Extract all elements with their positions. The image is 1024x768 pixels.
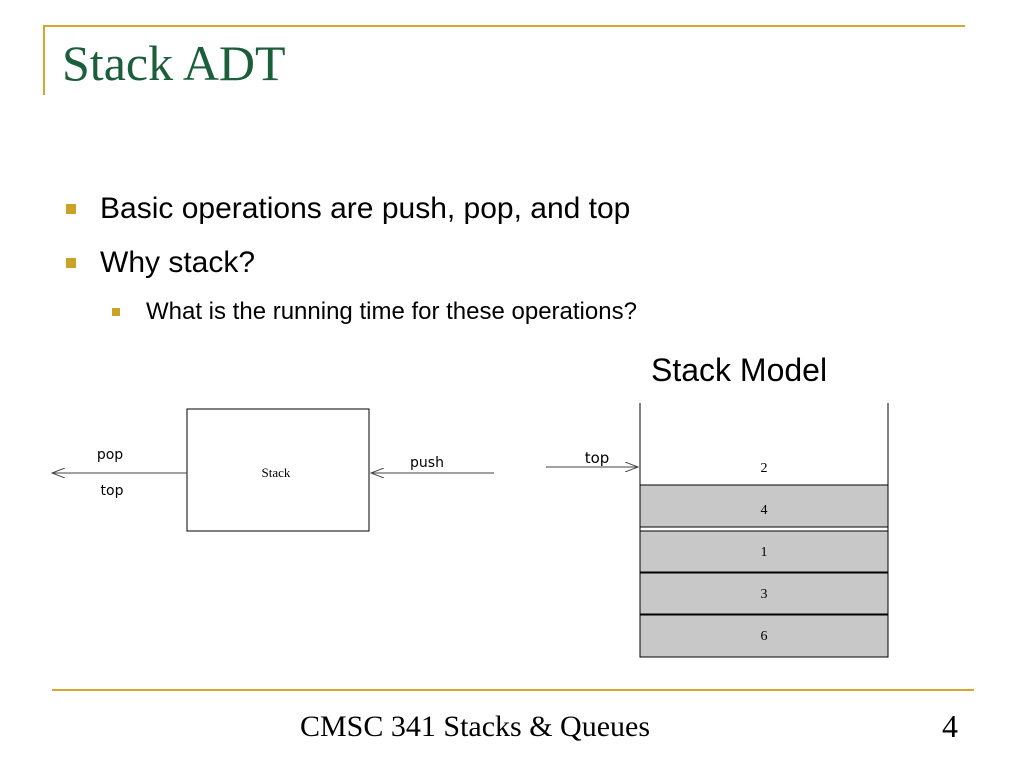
stack-cell-value: 6 [761, 629, 768, 644]
bullet-item: Basic operations are push, pop, and top [66, 192, 630, 226]
stack-cell [639, 530, 889, 573]
slide-title: Stack ADT [62, 35, 286, 91]
pop-label: pop [97, 447, 123, 463]
page-number: 4 [942, 708, 958, 744]
stack-cell-value: 2 [761, 461, 768, 476]
top-label-right: top [585, 449, 610, 467]
frame-left-line [43, 25, 45, 95]
stack-model-diagram: top 2 4 1 3 6 [546, 403, 889, 658]
sub-bullet-item: What is the running time for these opera… [112, 298, 637, 326]
stack-abstract-diagram: Stack pop top push [52, 408, 494, 532]
bullet-square-icon [66, 204, 76, 214]
stack-box [186, 408, 370, 532]
stack-cell [639, 484, 889, 528]
footer-course-title: CMSC 341 Stacks & Queues [300, 710, 651, 743]
stack-model-label: Stack Model [651, 352, 828, 388]
bullet-square-icon [112, 308, 120, 316]
stack-box-label: Stack [262, 465, 291, 480]
stack-cell-value: 4 [761, 503, 768, 518]
stack-cell-value: 1 [761, 545, 768, 560]
sub-bullet-text: What is the running time for these opera… [146, 298, 637, 325]
stack-cell [639, 614, 889, 658]
footer-divider [52, 689, 974, 691]
push-label: push [410, 455, 444, 471]
bullet-text: Basic operations are push, pop, and top [100, 192, 631, 225]
frame-top-line [43, 25, 965, 27]
bullet-text: Why stack? [100, 246, 256, 279]
stack-cell-value: 3 [761, 587, 768, 602]
bullet-square-icon [66, 258, 76, 268]
bullet-item: Why stack? [66, 246, 255, 280]
top-label-left: top [101, 483, 124, 499]
stack-cell [639, 572, 889, 615]
